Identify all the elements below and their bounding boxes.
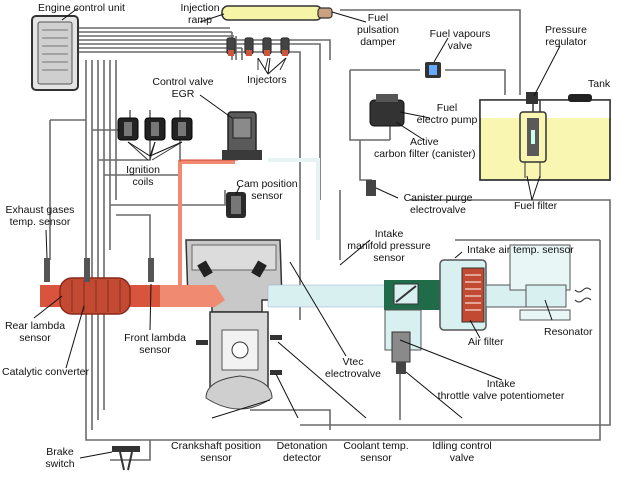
label-fep-line2: electro pump [416,114,478,126]
label-front-lambda-sensor: Front lambda sensor [120,332,190,356]
label-fuel-electro-pump: Fuel electro pump [412,102,482,126]
label-fuel-pulsation-damper: Fuel pulsation damper [350,12,406,48]
label-fpd-line3: damper [360,36,396,48]
intake-runner [268,158,320,240]
label-vtec-line1: Vtec [342,356,364,368]
label-icv-line2: valve [449,452,475,464]
label-cpsx-line2: sensor [200,452,232,464]
fuel-vapours-valve [425,62,441,78]
label-fvv-line2: valve [447,40,473,52]
egr-control-valve [222,111,262,160]
engine-control-unit [31,15,79,91]
label-vtec-electrovalve: Vtec electrovalve [320,356,386,380]
brake-switch [112,446,140,471]
label-active-carbon-filter: Active carbon filter (canister) [374,136,476,160]
idling-control-valve [384,309,422,374]
label-pressure-regulator: Pressure regulator [536,24,596,48]
label-ic-line2: coils [132,176,154,188]
label-injection-ramp-line1: Injection [180,2,220,14]
label-ignition-coils: Ignition coils [118,164,168,188]
label-catalytic-converter: Catalytic converter [2,366,89,378]
injectors [226,37,290,71]
label-fpd-line2: pulsation [356,24,400,36]
label-crankshaft-position-sensor: Crankshaft position sensor [164,440,268,464]
label-brake-switch: Brake switch [40,446,80,470]
active-carbon-filter [369,94,405,127]
label-cpsx-line1: Crankshaft position [171,440,261,452]
canister-purge-electrovalve [366,180,376,196]
exhaust-pipe [40,258,225,315]
label-cts-line1: Coolant temp. [343,440,409,452]
ignition-coils [117,117,193,161]
label-intake-throttle-valve-potentiometer: Intake throttle valve potentiometer [426,378,576,402]
label-control-valve-egr: Control valve EGR [150,76,216,100]
label-fuel-filter: Fuel filter [514,200,558,212]
label-intake-manifold-pressure-sensor: Intake manifold pressure sensor [342,228,436,264]
label-cts-line2: sensor [360,452,392,464]
label-injection-ramp-line2: ramp [188,14,212,26]
label-fls-line2: sensor [139,344,171,356]
label-engine-control-unit: Engine control unit [38,2,125,14]
label-pr-line1: Pressure [544,24,587,36]
label-egts-line2: temp. sensor [9,216,71,228]
label-itvp-line1: Intake [486,378,516,390]
label-acf-line1: Active [410,136,439,148]
label-exhaust-gases-temp-sensor: Exhaust gases temp. sensor [2,204,78,228]
pressure-regulator [526,92,538,104]
label-detonation-detector: Detonation detector [272,440,332,464]
cam-position-sensor [226,192,246,218]
label-egr-line1: Control valve [152,76,214,88]
label-rls-line2: sensor [19,332,51,344]
label-imps-line1: Intake [374,228,404,240]
label-bs-line2: switch [45,458,75,470]
egr-pipe-edge [179,159,238,162]
label-icv-line1: Idling control [432,440,492,452]
label-ic-line1: Ignition [126,164,160,176]
label-tank: Tank [588,78,611,90]
label-bs-line1: Brake [46,446,74,458]
label-imps-line2: manifold pressure [347,240,431,252]
label-fuel-vapours-valve: Fuel vapours valve [425,28,495,52]
label-cps-line1: Cam position [236,178,298,190]
intake-pipe [267,244,592,331]
label-fpd-line1: Fuel [367,12,389,24]
label-idling-control-valve: Idling control valve [424,440,500,464]
label-acf-line2: carbon filter (canister) [374,148,476,160]
label-resonator: Resonator [544,326,593,338]
label-injectors: Injectors [247,74,287,86]
label-cam-position-sensor: Cam position sensor [232,178,302,202]
label-fvv-line1: Fuel vapours [429,28,491,40]
leader-lines [33,7,561,459]
label-intake-air-temp-sensor: Intake air temp. sensor [467,244,574,256]
fuel-tank [479,94,611,181]
label-cps-line2: sensor [251,190,283,202]
injection-ramp [221,5,333,21]
label-fls-line1: Front lambda [124,332,186,344]
label-rear-lambda-sensor: Rear lambda sensor [2,320,68,344]
label-egts-line1: Exhaust gases [5,204,75,216]
label-dd-line1: Detonation [276,440,328,452]
label-fep-line1: Fuel [436,102,458,114]
label-coolant-temp-sensor: Coolant temp. sensor [338,440,414,464]
label-imps-line3: sensor [373,252,405,264]
label-cpe-line1: Canister purge [403,192,473,204]
label-canister-purge-electrovalve: Canister purge electrovalve [400,192,476,216]
label-itvp-line2: throttle valve potentiometer [437,390,565,402]
label-air-filter: Air filter [468,336,504,348]
label-egr-line2: EGR [171,88,195,100]
label-rls-line1: Rear lambda [4,320,66,332]
label-dd-line2: detector [283,452,321,464]
engine-block [185,239,283,410]
label-vtec-line2: electrovalve [324,368,382,380]
label-cpe-line2: electrovalve [409,204,467,216]
label-injection-ramp: Injection ramp [175,2,225,26]
label-pr-line2: regulator [545,36,587,48]
